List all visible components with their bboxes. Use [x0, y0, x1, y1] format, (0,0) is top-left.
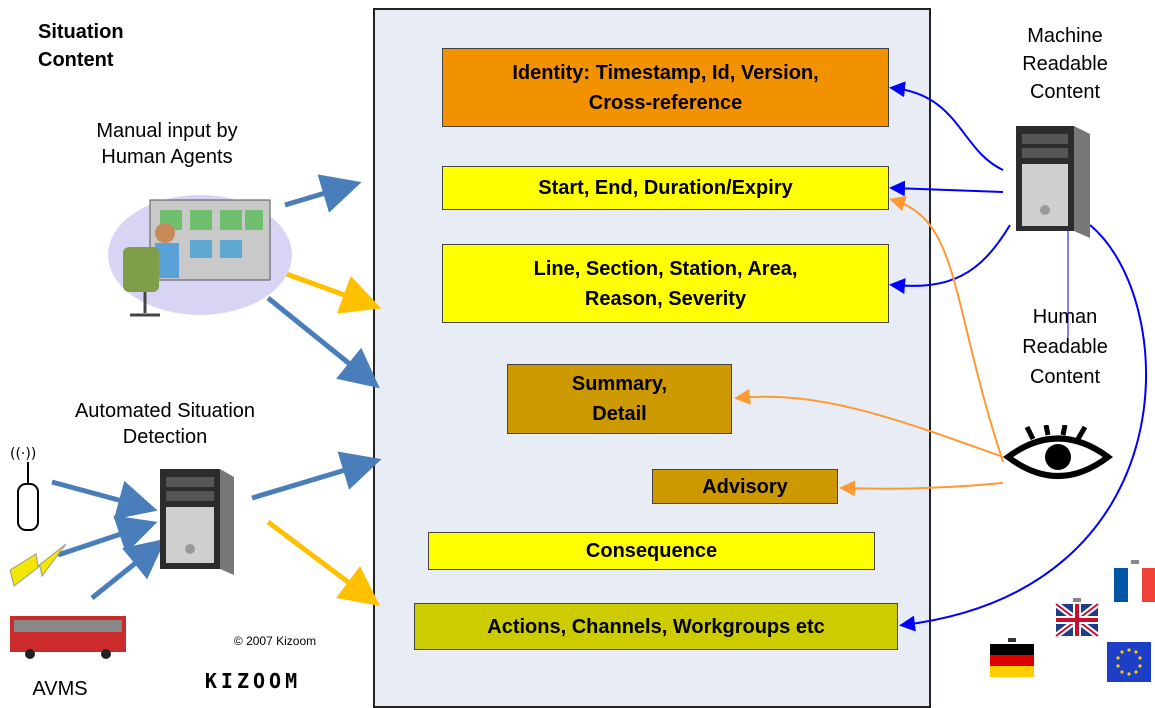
machine-arrow — [899, 224, 1148, 632]
bus-icon — [10, 616, 126, 659]
flag-france-icon — [1114, 560, 1155, 602]
human-arrow — [889, 195, 1004, 463]
input-arrow — [51, 479, 158, 520]
human-arrow — [734, 388, 1004, 458]
server-icon — [1016, 126, 1090, 238]
identity-box: Identity: Timestamp, Id, Version,Cross-r… — [442, 48, 889, 127]
flag-uk-icon — [1054, 598, 1100, 639]
svg-text:((·)): ((·)) — [10, 446, 36, 462]
copyright-label: © 2007 Kizoom — [233, 634, 317, 648]
machine-arrow — [889, 180, 1004, 197]
lightning-icon — [9, 543, 67, 587]
machine-arrow — [889, 81, 1004, 171]
human-arrow — [839, 480, 1004, 497]
advisory-box: Advisory — [652, 469, 838, 504]
start-end-box: Start, End, Duration/Expiry — [442, 166, 889, 210]
kizoom-logo: KIZOOM — [204, 669, 302, 693]
input-arrow — [266, 296, 380, 389]
consequence-box: Consequence — [428, 532, 875, 570]
input-arrow — [266, 520, 380, 606]
avms-label: AVMS — [32, 678, 88, 700]
flag-germany-icon — [990, 638, 1034, 677]
actions-box: Actions, Channels, Workgroups etc — [414, 603, 898, 650]
line-section-box: Line, Section, Station, Area,Reason, Sev… — [442, 244, 889, 323]
input-arrow — [57, 515, 158, 558]
machine-arrow — [889, 224, 1011, 295]
eye-icon — [1003, 425, 1113, 479]
operator-workstation-icon — [108, 195, 292, 317]
summary-box: Summary,Detail — [507, 364, 732, 434]
server-icon — [160, 469, 234, 575]
input-arrow — [251, 451, 382, 501]
input-arrow — [284, 174, 362, 213]
input-arrow — [90, 538, 166, 600]
flag-eu-icon — [1107, 642, 1151, 682]
antenna-icon: ((·)) — [10, 446, 39, 531]
